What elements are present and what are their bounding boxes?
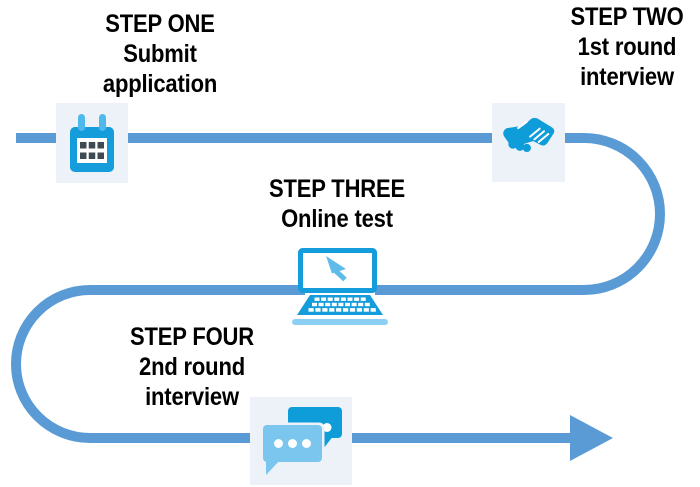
step-four-title: STEP FOUR (130, 323, 254, 351)
step-four-label: STEP FOUR 2nd round interview (130, 322, 254, 412)
laptop-keys (308, 297, 376, 312)
step-three-label: STEP THREE Online test (269, 174, 405, 234)
step-two-description-line: interview (580, 63, 674, 91)
step-two-description-line: 1st round (577, 33, 677, 61)
step-three-title: STEP THREE (269, 175, 405, 203)
step-two-tile (492, 103, 565, 182)
step-one-description-line: application (102, 70, 218, 98)
step-one-title: STEP ONE (105, 10, 215, 38)
step-four-description-line: interview (145, 383, 239, 411)
step-two-label: STEP TWO 1st round interview (570, 2, 683, 92)
step-four-description-line: 2nd round (139, 353, 245, 381)
chat-icon (260, 407, 342, 478)
step-one-description-line: Submit (123, 40, 197, 68)
laptop-icon (292, 248, 388, 325)
step-three-icon-wrap (291, 246, 389, 326)
flow-arrowhead-icon (570, 415, 613, 461)
step-one-tile (56, 103, 128, 183)
step-three-description-line: Online test (281, 205, 393, 233)
calendar-icon (70, 114, 114, 172)
step-two-title: STEP TWO (570, 3, 684, 31)
handshake-icon (502, 117, 554, 153)
step-four-tile (250, 397, 352, 485)
step-one-label: STEP ONE Submit application (103, 9, 217, 99)
